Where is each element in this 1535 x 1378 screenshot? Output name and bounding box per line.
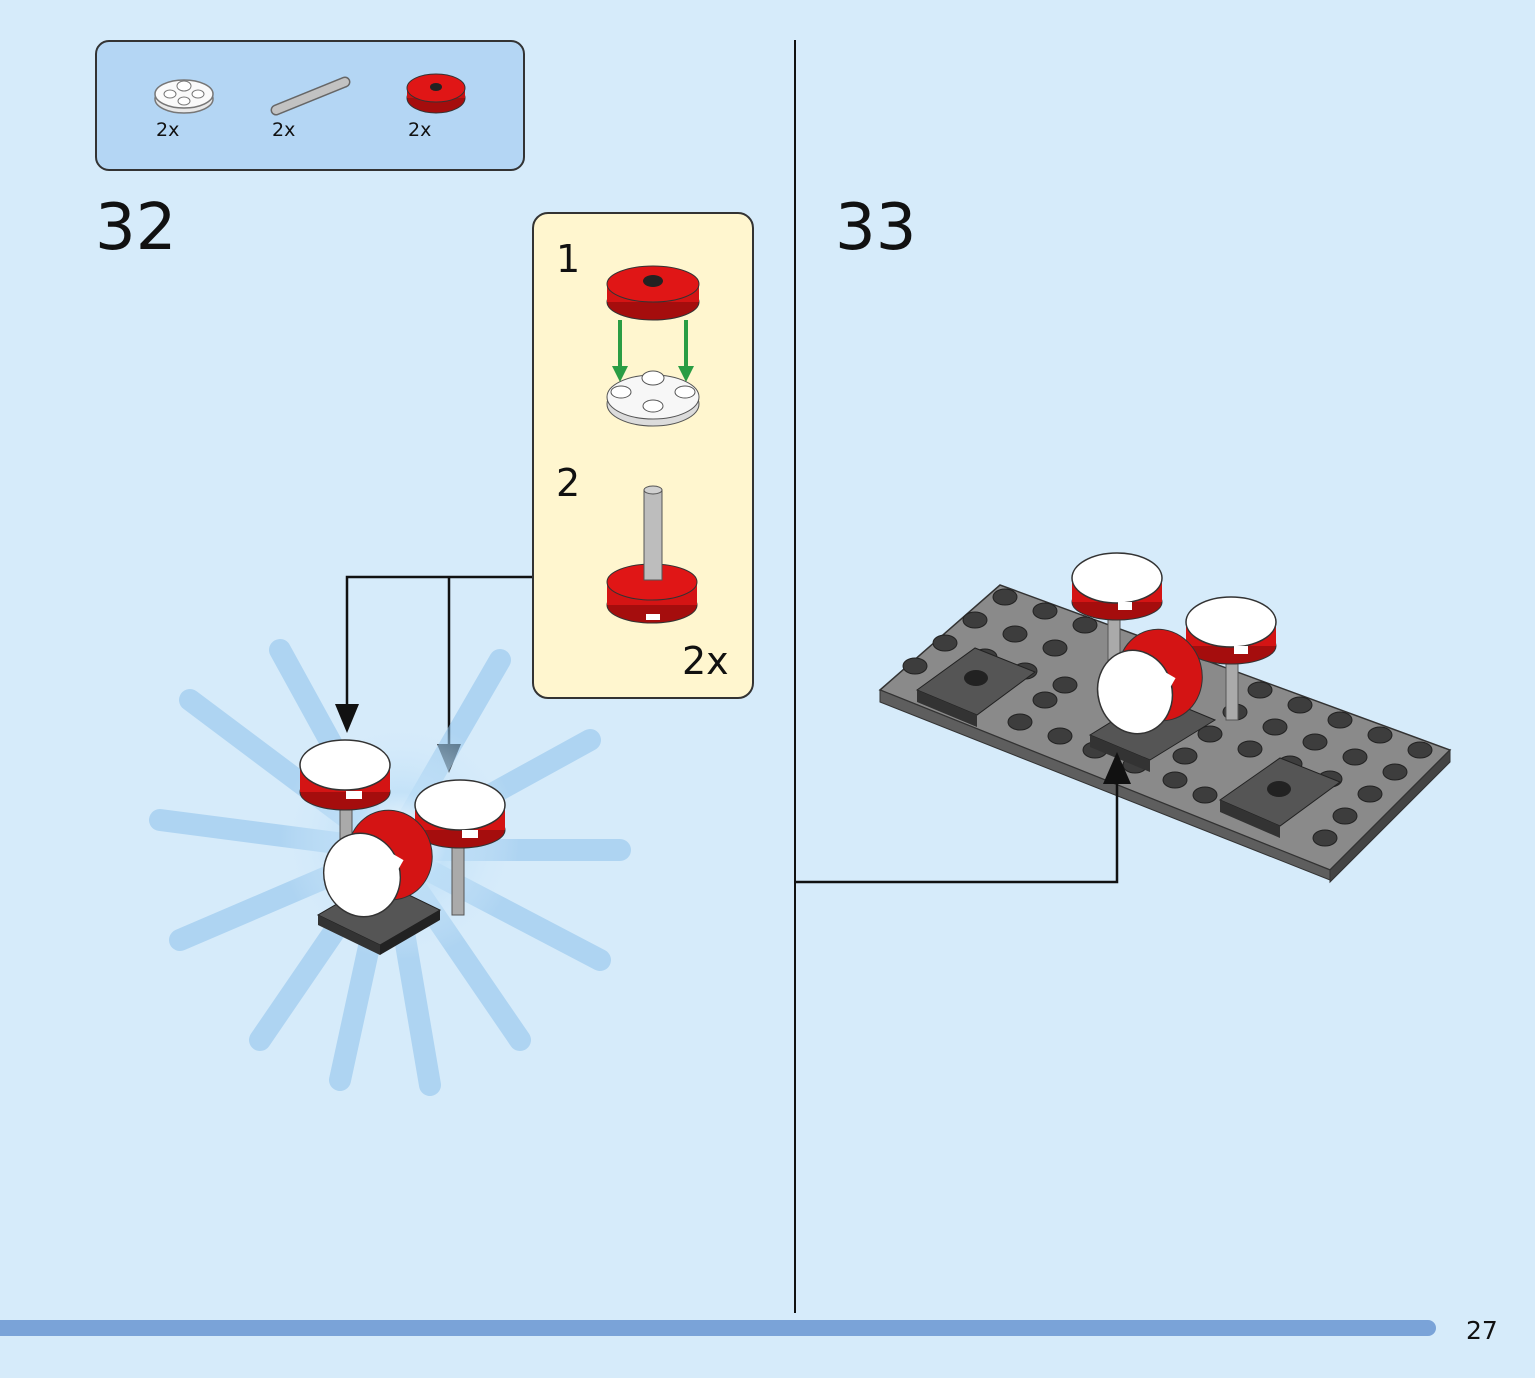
step-number-33: 33: [835, 191, 917, 265]
page-number: 27: [1466, 1316, 1498, 1345]
placement-arrow-step-33: [796, 752, 1131, 884]
part-qty-red-tile: 2x: [408, 119, 432, 141]
step-number-32: 32: [95, 191, 177, 265]
substep-number-1: 1: [556, 237, 581, 281]
submodel-multiplier: 2x: [682, 639, 729, 683]
white-round-plate-icon: [154, 79, 214, 114]
part-qty-white-plate: 2x: [156, 119, 180, 141]
red-round-tile-icon: [406, 73, 466, 114]
step-33-model: [878, 552, 1452, 884]
footer-progress-bar: [0, 1320, 1436, 1336]
part-qty-gray-bar: 2x: [272, 119, 296, 141]
step-32-model: [149, 639, 631, 1096]
page-divider: [794, 40, 796, 1313]
substep-2-illustration: [606, 485, 698, 624]
gray-bar-icon: [270, 76, 351, 116]
substep-1-illustration: [606, 265, 700, 427]
substep-number-2: 2: [556, 461, 581, 505]
